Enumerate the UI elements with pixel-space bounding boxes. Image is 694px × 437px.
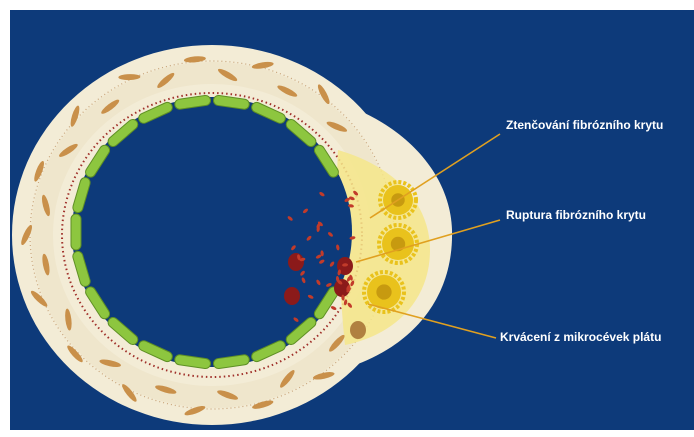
- endothelial-cell: [71, 214, 81, 250]
- label-cap-rupture: Ruptura fibrózního krytu: [506, 208, 646, 222]
- red-blood-cell: [350, 321, 366, 339]
- red-blood-cell: [288, 253, 304, 271]
- label-cap-thinning: Ztenčování fibrózního krytu: [506, 118, 663, 132]
- macrophage-nucleus: [376, 284, 391, 299]
- label-microvessel-hemorrhage: Krvácení z mikrocévek plátu: [500, 330, 661, 344]
- red-blood-cell: [284, 287, 300, 305]
